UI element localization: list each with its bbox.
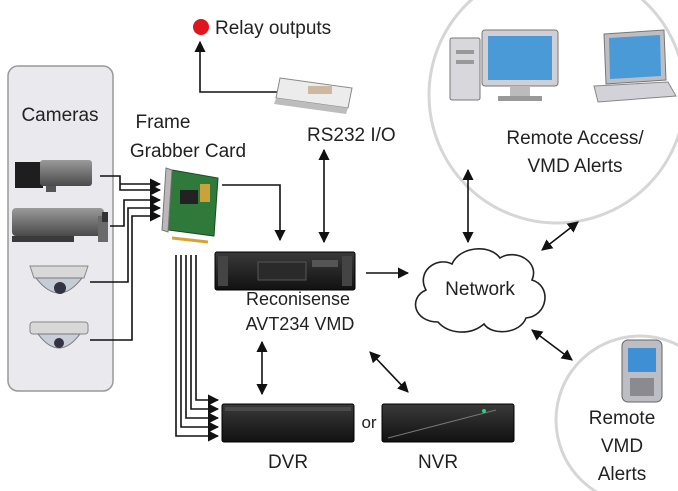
pci-card-icon [161,167,219,244]
mobile-phone-icon [621,339,663,403]
relay-outputs-label: Relay outputs [215,18,331,39]
vmd-label: AVT234 VMD [246,314,355,334]
nvr-label: NVR [418,452,458,473]
rs232-label: RS232 I/O [307,125,396,146]
grabber-to-dvr-lines [175,255,220,442]
rack-vmd-icon [214,251,356,291]
or-label: or [361,413,376,432]
remote-access-label: Remote Access/ [506,128,644,149]
relay-arrow [194,40,278,93]
camera-icon [12,208,108,242]
cameras-label: Cameras [21,105,98,126]
laptop-icon [593,29,677,103]
remote-vmd-label: Remote [589,408,656,429]
camera-icon [29,321,89,349]
nvr-icon [381,403,515,443]
frame-grabber-label: Grabber Card [130,141,246,162]
camera-icon [29,265,89,294]
network-mobile-arrow [531,329,573,361]
dvr-icon [221,403,355,443]
frame-grabber-label: Frame [136,112,191,133]
remote-vmd-label: Alerts [598,464,647,485]
grabber-to-vmd-arrow [222,184,286,242]
relay-dot-icon [193,19,209,35]
vmd-nvr-arrow [369,351,409,393]
remote-vmd-label: VMD [601,436,643,457]
remote-access-label: VMD Alerts [527,156,622,177]
cloud-icon [414,248,546,333]
vmd-label: Reconisense [246,289,350,309]
camera-connections [90,175,162,341]
network-remote-arrow [541,221,579,251]
network-label: Network [445,279,515,300]
camera-icon [15,160,92,192]
dvr-label: DVR [268,452,308,473]
desktop-pc-icon [449,29,559,101]
serial-device-icon [274,77,353,114]
